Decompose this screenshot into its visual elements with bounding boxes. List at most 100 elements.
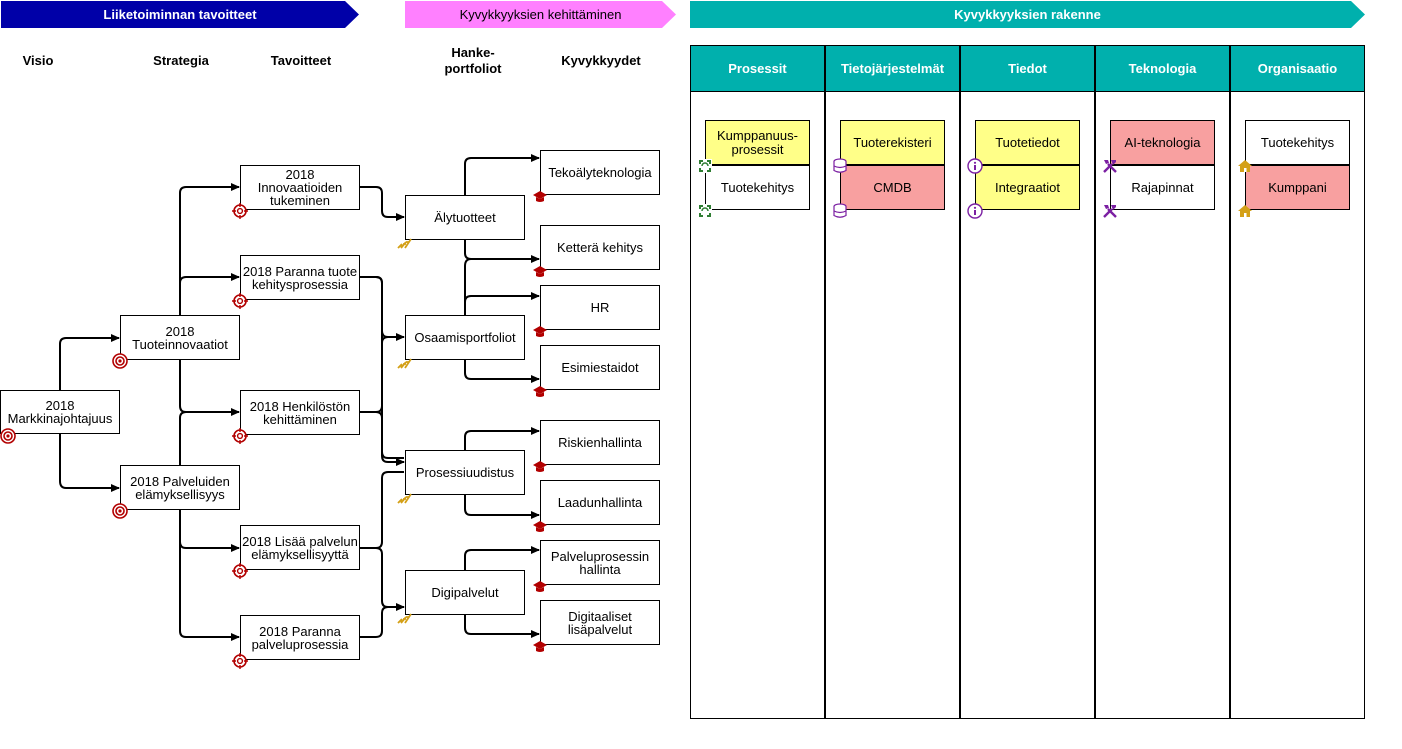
goal-node-palveluprosessi[interactable]: 2018 Paranna palveluprosessia: [240, 615, 360, 660]
crosshair-target-icon: [232, 563, 248, 579]
strategy-label-palvelut: 2018 Palveluiden elämyksellisyys: [130, 473, 230, 502]
system-item-tuoterekisteri[interactable]: Tuoterekisteri: [840, 120, 945, 165]
capability-node-palveluprosessi[interactable]: Palveluprosessin hallinta: [540, 540, 660, 585]
tools-icon: [1103, 160, 1117, 173]
structure-column-processes-title: Prosessit: [691, 46, 824, 92]
system-item-tuoterekisteri-label: Tuoterekisteri: [853, 134, 932, 150]
goal-label-elamyksellisyys: 2018 Lisää palvelun elämyksellisyyttä: [242, 533, 358, 562]
process-item-kumppanuus-label: Kumppanuus- prosessit: [717, 127, 798, 157]
graduation-cap-icon: [533, 641, 547, 652]
technology-item-rajapinnat[interactable]: Rajapinnat: [1110, 165, 1215, 210]
crosshair-target-icon: [232, 293, 248, 309]
capability-label-laatu: Laadunhallinta: [557, 495, 643, 510]
graduation-cap-icon: [533, 581, 547, 592]
data-item-tuotetiedot-label: Tuotetiedot: [995, 134, 1060, 150]
strategy-node-tuoteinnovaatiot[interactable]: 2018 Tuoteinnovaatiot: [120, 315, 240, 360]
house-icon: [1238, 160, 1252, 172]
vision-node[interactable]: 2018 Markkinajohtajuus: [0, 390, 120, 434]
strategy-label-tuoteinnovaatiot: 2018 Tuoteinnovaatiot: [132, 323, 228, 352]
banner-business-goals-label: Liiketoiminnan tavoitteet: [103, 7, 257, 22]
organization-item-tuotekehitys[interactable]: Tuotekehitys: [1245, 120, 1350, 165]
portfolio-label-prosessi: Prosessiuudistus: [415, 465, 515, 480]
crosshair-target-icon: [232, 653, 248, 669]
banner-capability-development: Kyvykkyyksien kehittäminen: [405, 1, 676, 28]
portfolio-node-digi[interactable]: Digipalvelut: [405, 570, 525, 615]
graduation-cap-icon: [533, 521, 547, 532]
tools-icon: [1103, 205, 1117, 218]
graduation-cap-icon: [533, 191, 547, 202]
crosshair-target-icon: [232, 428, 248, 444]
capability-node-laatu[interactable]: Laadunhallinta: [540, 480, 660, 525]
goal-node-innovaatio[interactable]: 2018 Innovaatioiden tukeminen: [240, 165, 360, 210]
vision-label: 2018 Markkinajohtajuus: [7, 398, 113, 426]
data-item-tuotetiedot[interactable]: Tuotetiedot: [975, 120, 1080, 165]
portfolio-node-osaamis[interactable]: Osaamisportfoliot: [405, 315, 525, 360]
system-item-cmdb-label: CMDB: [873, 179, 912, 195]
target-icon: [112, 503, 128, 519]
recycle-icon: [698, 204, 712, 218]
target-icon: [0, 428, 16, 444]
database-icon: [833, 203, 847, 218]
banner-business-goals: Liiketoiminnan tavoitteet: [1, 1, 359, 28]
stairs-icon: [397, 358, 412, 369]
strategy-node-palvelut[interactable]: 2018 Palveluiden elämyksellisyys: [120, 465, 240, 510]
crosshair-target-icon: [232, 203, 248, 219]
graduation-cap-icon: [533, 326, 547, 337]
organization-item-tuotekehitys-label: Tuotekehitys: [1260, 134, 1335, 150]
banner-capability-structure: Kyvykkyyksien rakenne: [690, 1, 1365, 28]
process-item-tuotekehitys-label: Tuotekehitys: [720, 179, 795, 195]
goal-node-elamyksellisyys[interactable]: 2018 Lisää palvelun elämyksellisyyttä: [240, 525, 360, 570]
target-icon: [112, 353, 128, 369]
goal-label-palveluprosessi: 2018 Paranna palveluprosessia: [251, 623, 349, 652]
graduation-cap-icon: [533, 461, 547, 472]
database-icon: [833, 158, 847, 173]
capability-node-digitaaliset[interactable]: Digitaaliset lisäpalvelut: [540, 600, 660, 645]
goal-node-henkilosto[interactable]: 2018 Henkilöstön kehittäminen: [240, 390, 360, 435]
capability-node-hr[interactable]: HR: [540, 285, 660, 330]
process-item-tuotekehitys[interactable]: Tuotekehitys: [705, 165, 810, 210]
column-heading-portfolios: Hanke- portfoliot: [444, 45, 502, 76]
structure-column-technology-title: Teknologia: [1096, 46, 1229, 92]
goal-label-tuotekehitys: 2018 Paranna tuotekehitysprosessia: [242, 263, 358, 292]
portfolio-node-prosessi[interactable]: Prosessiuudistus: [405, 450, 525, 495]
portfolio-label-digi: Digipalvelut: [431, 585, 499, 600]
column-heading-strategy: Strategia: [153, 53, 209, 68]
data-item-integraatiot[interactable]: Integraatiot: [975, 165, 1080, 210]
structure-column-organization-title: Organisaatio: [1231, 46, 1364, 92]
capability-label-digitaaliset: Digitaaliset lisäpalvelut: [567, 608, 633, 637]
goal-label-henkilosto: 2018 Henkilöstön kehittäminen: [249, 398, 351, 427]
data-item-integraatiot-label: Integraatiot: [994, 179, 1061, 195]
process-item-kumppanuus[interactable]: Kumppanuus- prosessit: [705, 120, 810, 165]
goal-label-innovaatio: 2018 Innovaatioiden tukeminen: [257, 167, 343, 208]
banner-capability-development-label: Kyvykkyyksien kehittäminen: [459, 7, 622, 22]
recycle-icon: [698, 159, 712, 173]
portfolio-label-osaamis: Osaamisportfoliot: [414, 330, 516, 345]
house-icon: [1238, 205, 1252, 217]
capability-label-tekoaly: Tekoälyteknologia: [548, 165, 652, 180]
capability-node-esimies[interactable]: Esimiestaidot: [540, 345, 660, 390]
column-heading-goals: Tavoitteet: [270, 53, 332, 68]
capability-label-palveluprosessi: Palveluprosessin hallinta: [550, 548, 650, 577]
capability-label-esimies: Esimiestaidot: [561, 360, 639, 375]
portfolio-node-alytuotteet[interactable]: Älytuotteet: [405, 195, 525, 240]
stairs-icon: [397, 493, 412, 504]
banner-capability-structure-label: Kyvykkyyksien rakenne: [954, 7, 1101, 22]
info-icon: [967, 158, 983, 174]
capability-label-kettera: Ketterä kehitys: [557, 240, 643, 255]
technology-item-ai[interactable]: AI-teknologia: [1110, 120, 1215, 165]
capability-node-riskit[interactable]: Riskienhallinta: [540, 420, 660, 465]
graduation-cap-icon: [533, 266, 547, 277]
goal-node-tuotekehitys[interactable]: 2018 Paranna tuotekehitysprosessia: [240, 255, 360, 300]
organization-item-kumppani-label: Kumppani: [1268, 179, 1327, 195]
capability-node-tekoaly[interactable]: Tekoälyteknologia: [540, 150, 660, 195]
structure-column-data-title: Tiedot: [961, 46, 1094, 92]
portfolio-label-alytuotteet: Älytuotteet: [434, 210, 496, 225]
technology-item-ai-label: AI-teknologia: [1124, 134, 1201, 150]
info-icon: [967, 203, 983, 219]
capability-label-riskit: Riskienhallinta: [558, 435, 642, 450]
technology-item-rajapinnat-label: Rajapinnat: [1131, 179, 1194, 195]
organization-item-kumppani[interactable]: Kumppani: [1245, 165, 1350, 210]
column-heading-vision: Visio: [22, 53, 54, 68]
capability-node-kettera[interactable]: Ketterä kehitys: [540, 225, 660, 270]
system-item-cmdb[interactable]: CMDB: [840, 165, 945, 210]
